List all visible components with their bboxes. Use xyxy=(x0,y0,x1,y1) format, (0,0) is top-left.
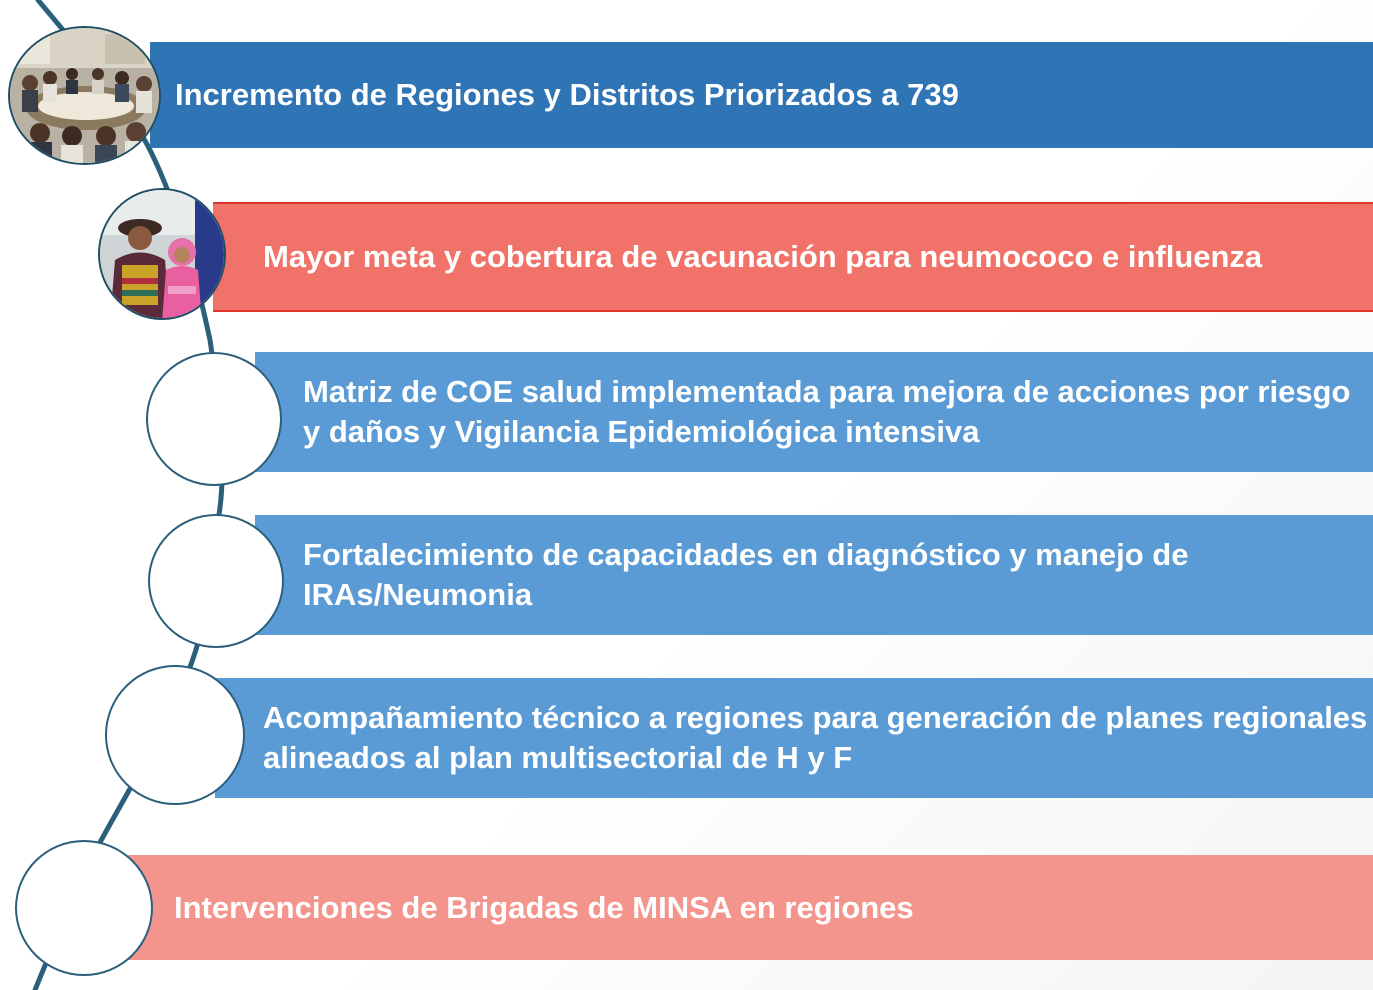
empty-circle-node xyxy=(146,352,282,486)
item-text-3: Matriz de COE salud implementada para me… xyxy=(303,374,1351,449)
item-bar-5: Acompañamiento técnico a regiones para g… xyxy=(215,678,1373,798)
item-bar-2: Mayor meta y cobertura de vacunación par… xyxy=(213,202,1373,312)
item-text-6: Intervenciones de Brigadas de MINSA en r… xyxy=(174,889,914,925)
vaccination-photo xyxy=(98,188,226,320)
empty-circle-node xyxy=(15,840,153,976)
item-bar-3: Matriz de COE salud implementada para me… xyxy=(255,352,1373,472)
item-bar-6: Intervenciones de Brigadas de MINSA en r… xyxy=(128,855,1373,960)
item-bar-4: Fortalecimiento de capacidades en diagnó… xyxy=(255,515,1373,635)
item-text-1: Incremento de Regiones y Distritos Prior… xyxy=(175,77,959,112)
item-text-5: Acompañamiento técnico a regiones para g… xyxy=(263,700,1368,775)
item-text-2: Mayor meta y cobertura de vacunación par… xyxy=(263,239,1263,274)
empty-circle-node xyxy=(148,514,284,648)
meeting-photo xyxy=(8,26,161,165)
item-text-4: Fortalecimiento de capacidades en diagnó… xyxy=(303,537,1189,612)
empty-circle-node xyxy=(105,665,245,805)
item-bar-1: Incremento de Regiones y Distritos Prior… xyxy=(150,42,1373,148)
